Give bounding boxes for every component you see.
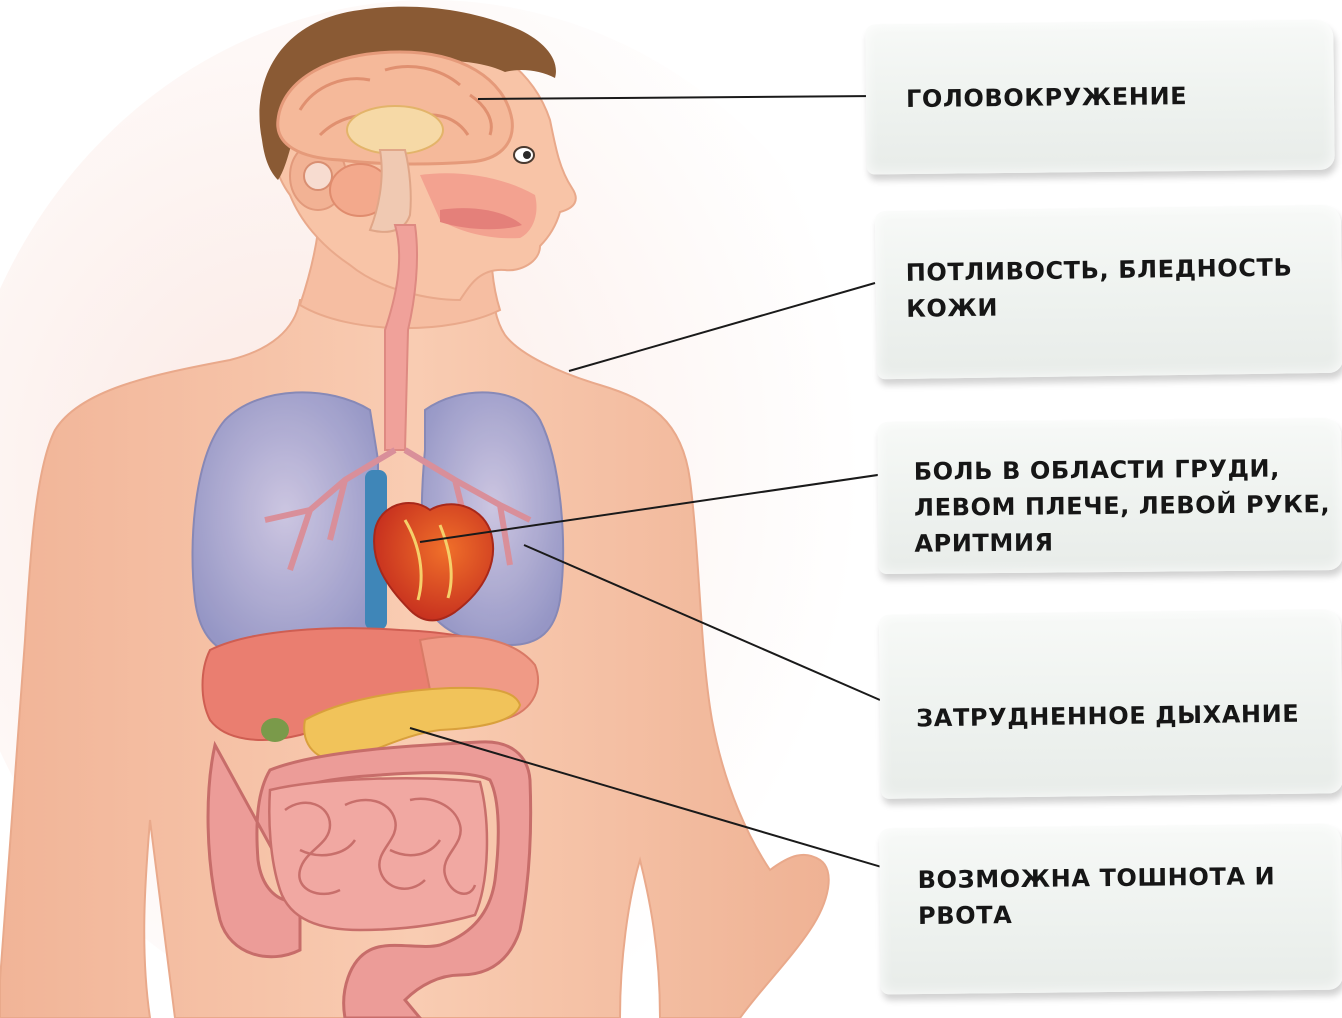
symptom-card-sweating: ПОТЛИВОСТЬ, БЛЕДНОСТЬ КОЖИ xyxy=(875,205,1342,379)
inner-ear xyxy=(304,162,332,190)
symptom-label-breathing: ЗАТРУДНЕННОЕ ДЫХАНИЕ xyxy=(916,696,1300,737)
symptom-label-nausea: ВОЗМОЖНА ТОШНОТА И РВОТА xyxy=(917,858,1275,934)
pupil xyxy=(523,151,531,159)
symptom-label-dizziness: ГОЛОВОКРУЖЕНИЕ xyxy=(906,78,1188,117)
symptom-card-chest-pain: БОЛЬ В ОБЛАСТИ ГРУДИ, ЛЕВОМ ПЛЕЧЕ, ЛЕВОЙ… xyxy=(877,418,1342,574)
lung-left xyxy=(193,392,379,660)
symptom-card-nausea: ВОЗМОЖНА ТОШНОТА И РВОТА xyxy=(879,824,1342,995)
symptom-card-breathing: ЗАТРУДНЕННОЕ ДЫХАНИЕ xyxy=(879,609,1342,799)
symptom-label-sweating: ПОТЛИВОСТЬ, БЛЕДНОСТЬ КОЖИ xyxy=(905,249,1293,326)
gallbladder xyxy=(261,718,289,742)
symptom-card-dizziness: ГОЛОВОКРУЖЕНИЕ xyxy=(865,20,1335,175)
brain-core xyxy=(347,106,443,154)
symptom-label-chest-pain: БОЛЬ В ОБЛАСТИ ГРУДИ, ЛЕВОМ ПЛЕЧЕ, ЛЕВОЙ… xyxy=(914,450,1331,562)
